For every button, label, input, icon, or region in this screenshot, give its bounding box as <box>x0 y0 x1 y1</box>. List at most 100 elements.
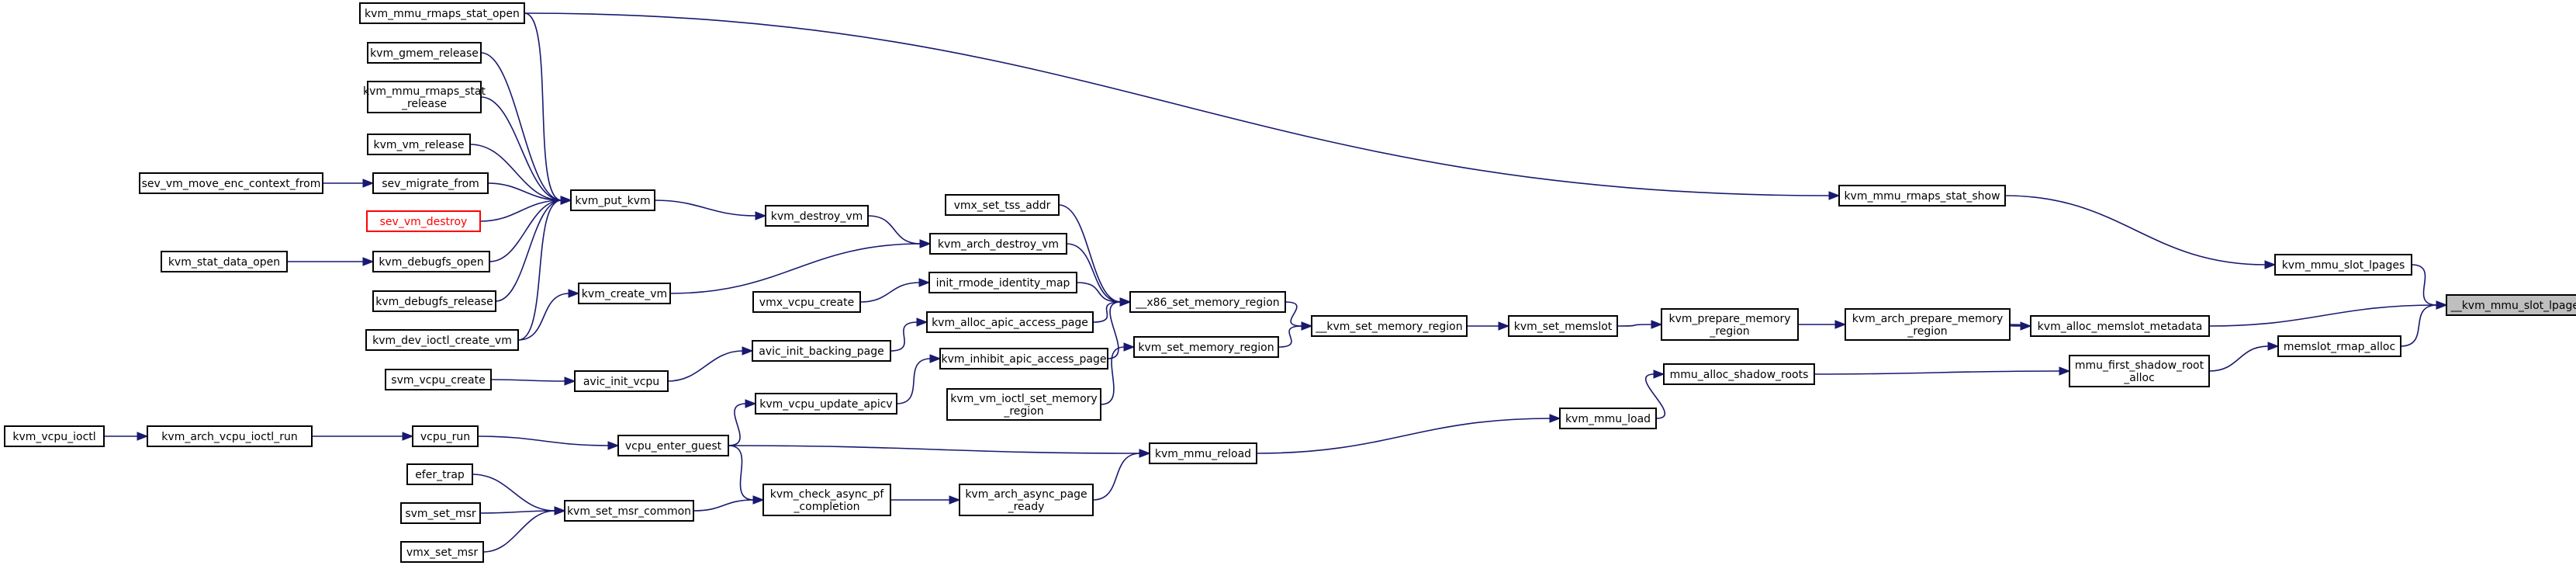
node-x86-set-memory-region[interactable]: __x86_set_memory_region <box>1129 291 1286 313</box>
node-mmu-alloc-shadow-roots[interactable]: mmu_alloc_shadow_roots <box>1663 363 1815 385</box>
node-box <box>2274 254 2412 276</box>
node-kvm-mmu-rmaps-stat-show[interactable]: kvm_mmu_rmaps_stat_show <box>1838 185 2006 206</box>
node-sev-vm-destroy[interactable]: sev_vm_destroy <box>366 210 481 232</box>
node-kvm-vm-ioctl-set-memory-region[interactable]: kvm_vm_ioctl_set_memory_region <box>946 388 1101 421</box>
node-label: svm_set_msr <box>405 508 476 520</box>
node-box <box>366 210 481 232</box>
node-kvm-set-msr-common[interactable]: kvm_set_msr_common <box>564 500 694 522</box>
edge-vcpu-enter-guest-to-check-async-pf <box>728 445 755 501</box>
node-box <box>400 541 484 563</box>
node-label: vmx_vcpu_create <box>759 297 854 309</box>
node-kvm-gmem-release[interactable]: kvm_gmem_release <box>367 42 482 64</box>
arrowhead-icon <box>919 239 932 248</box>
node-kvm-create-vm[interactable]: kvm_create_vm <box>578 283 671 304</box>
node-label: kvm_mmu_slot_lpages <box>2282 259 2405 272</box>
node-efer-trap[interactable]: efer_trap <box>406 463 473 485</box>
edge-kvm-set-memory-region-to-kvm-set-memory-region-int <box>1278 325 1303 348</box>
node-kvm-mmu-slot-lpages[interactable]: __kvm_mmu_slot_lpages <box>2446 294 2576 316</box>
node-kvm-arch-prepare-memory-region[interactable]: kvm_arch_prepare_memory_region <box>1845 308 2011 341</box>
node-box <box>928 272 1077 293</box>
node-kvm-stat-data-open[interactable]: kvm_stat_data_open <box>161 251 288 272</box>
node-vmx-vcpu-create[interactable]: vmx_vcpu_create <box>752 291 861 313</box>
edge-set-msr-common-to-check-async-pf <box>693 499 755 512</box>
arrowhead-icon <box>1498 321 1510 331</box>
node-svm-vcpu-create[interactable]: svm_vcpu_create <box>385 369 492 390</box>
edge-rmaps-stat-release-to-put-kvm <box>480 96 562 201</box>
node-svm-set-msr[interactable]: svm_set_msr <box>400 502 481 524</box>
arrowhead-icon <box>1549 414 1561 423</box>
node-box <box>359 2 525 24</box>
node-box <box>372 251 490 272</box>
node-label: kvm_arch_destroy_vm <box>938 238 1059 251</box>
node-kvm-arch-destroy-vm[interactable]: kvm_arch_destroy_vm <box>929 233 1067 255</box>
node-init-rmode-identity-map[interactable]: init_rmode_identity_map <box>928 272 1077 293</box>
node-kvm-mmu-slot-lpages[interactable]: kvm_mmu_slot_lpages <box>2274 254 2412 276</box>
node-box <box>2446 294 2576 316</box>
node-mmu-first-shadow-root-alloc[interactable]: mmu_first_shadow_root_alloc <box>2069 355 2210 387</box>
node-kvm-set-memory-region[interactable]: kvm_set_memory_region <box>1133 336 1279 358</box>
edge-gmem-release-to-put-kvm <box>480 52 562 201</box>
edge-destroy-vm-to-arch-destroy-vm <box>867 215 921 245</box>
node-vcpu-enter-guest[interactable]: vcpu_enter_guest <box>617 435 729 456</box>
node-kvm-mmu-rmaps-stat-open[interactable]: kvm_mmu_rmaps_stat_open <box>359 2 525 24</box>
arrowhead-icon <box>918 278 931 287</box>
node-box <box>367 134 471 155</box>
node-vmx-set-tss-addr[interactable]: vmx_set_tss_addr <box>945 194 1060 216</box>
node-box <box>385 369 492 390</box>
node-box <box>367 81 482 113</box>
node-kvm-put-kvm[interactable]: kvm_put_kvm <box>570 189 655 211</box>
node-kvm-vcpu-update-apicv[interactable]: kvm_vcpu_update_apicv <box>755 393 897 415</box>
node-label: _region <box>1003 405 1043 418</box>
node-kvm-mmu-rmaps-stat-release[interactable]: kvm_mmu_rmaps_stat_release <box>363 81 486 113</box>
node-box <box>4 425 105 447</box>
node-kvm-debugfs-open[interactable]: kvm_debugfs_open <box>372 251 490 272</box>
node-kvm-inhibit-apic-access-page[interactable]: kvm_inhibit_apic_access_page <box>939 348 1108 370</box>
node-kvm-destroy-vm[interactable]: kvm_destroy_vm <box>765 205 869 227</box>
node-label: vcpu_run <box>420 431 470 443</box>
node-label: __kvm_set_memory_region <box>1315 321 1462 333</box>
node-sev-vm-move-enc-context-from[interactable]: sev_vm_move_enc_context_from <box>139 172 323 194</box>
node-sev-migrate-from[interactable]: sev_migrate_from <box>372 172 489 194</box>
node-box <box>946 388 1101 421</box>
node-avic-init-backing-page[interactable]: avic_init_backing_page <box>752 340 891 362</box>
node-box <box>564 500 694 522</box>
node-vcpu-run[interactable]: vcpu_run <box>412 425 479 447</box>
node-box <box>2069 355 2210 387</box>
node-kvm-dev-ioctl-create-vm[interactable]: kvm_dev_ioctl_create_vm <box>365 329 519 351</box>
edge-async-page-ready-to-mmu-reload <box>1092 453 1141 501</box>
edge-inhibit-apic-to-x86-set-memory-region <box>1107 301 1122 359</box>
edge-vcpu-enter-guest-to-mmu-reload <box>728 445 1141 454</box>
node-kvm-set-memory-region[interactable]: __kvm_set_memory_region <box>1311 315 1468 337</box>
node-kvm-vm-release[interactable]: kvm_vm_release <box>367 134 471 155</box>
edge-vm-ioctl-set-mem-to-kvm-set-memory-region <box>1100 346 1125 405</box>
edge-init-rmode-to-x86-set-memory-region <box>1076 282 1122 303</box>
node-avic-init-vcpu[interactable]: avic_init_vcpu <box>574 370 669 392</box>
node-label: kvm_vm_ioctl_set_memory <box>950 393 1097 405</box>
arrowhead-icon <box>745 399 757 408</box>
node-kvm-arch-vcpu-ioctl-run[interactable]: kvm_arch_vcpu_ioctl_run <box>147 425 313 447</box>
node-kvm-debugfs-release[interactable]: kvm_debugfs_release <box>372 290 496 312</box>
arrowhead-icon <box>752 495 765 505</box>
node-box <box>1661 308 1799 341</box>
node-kvm-arch-async-page-ready[interactable]: kvm_arch_async_page_ready <box>959 484 1094 516</box>
node-kvm-mmu-reload[interactable]: kvm_mmu_reload <box>1149 442 1257 464</box>
node-kvm-set-memslot[interactable]: kvm_set_memslot <box>1508 315 1618 337</box>
node-kvm-prepare-memory-region[interactable]: kvm_prepare_memory_region <box>1661 308 1799 341</box>
node-kvm-check-async-pf-completion[interactable]: kvm_check_async_pf_completion <box>762 484 891 516</box>
edge-memslot-rmap-alloc-to-root <box>2400 304 2438 347</box>
node-vmx-set-msr[interactable]: vmx_set_msr <box>400 541 484 563</box>
arrowhead-icon <box>1139 449 1151 458</box>
arrowhead-icon <box>137 432 149 441</box>
node-memslot-rmap-alloc[interactable]: memslot_rmap_alloc <box>2277 335 2401 357</box>
node-kvm-alloc-apic-access-page[interactable]: kvm_alloc_apic_access_page <box>926 311 1094 333</box>
node-kvm-mmu-load[interactable]: kvm_mmu_load <box>1559 408 1657 429</box>
edge-dev-ioctl-create-vm-to-put-kvm <box>517 199 562 341</box>
edge-alloc-apic-to-x86-set-memory-region <box>1092 301 1122 323</box>
edge-create-vm-to-arch-destroy-vm <box>669 243 921 294</box>
node-box <box>367 42 482 64</box>
node-label: kvm_debugfs_open <box>379 256 483 269</box>
edge-arch-prepare-to-alloc-memslot-metadata <box>2009 324 2022 327</box>
node-label: kvm_arch_vcpu_ioctl_run <box>161 431 297 443</box>
node-kvm-vcpu-ioctl[interactable]: kvm_vcpu_ioctl <box>4 425 105 447</box>
node-kvm-alloc-memslot-metadata[interactable]: kvm_alloc_memslot_metadata <box>2030 315 2210 337</box>
